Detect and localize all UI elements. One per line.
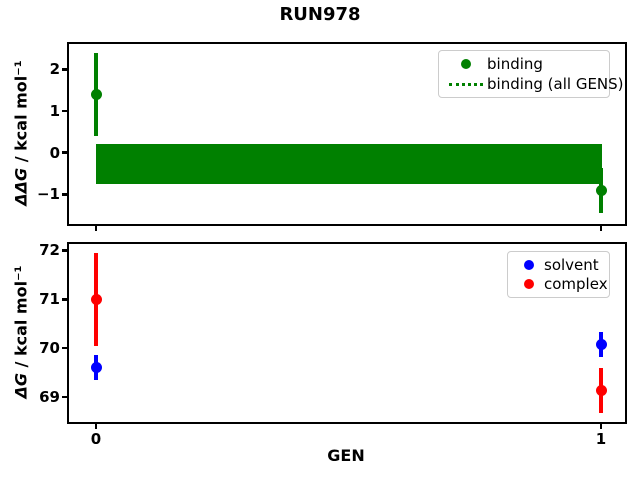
y-tick-label: 71 [39,290,60,309]
x-tick [599,422,603,429]
bottom-legend: solvent complex [507,251,610,298]
marker-complex-gen1 [595,385,607,397]
y-tick [61,151,68,154]
y-tick [61,68,68,71]
y-tick-label: 72 [39,241,60,260]
dotted-line-icon [445,82,487,86]
marker-solvent-gen1 [595,338,607,350]
legend-label-binding-all-gens: binding (all GENS) [487,75,624,93]
marker-binding-gen0 [90,88,102,100]
x-axis-label: GEN [327,446,365,465]
x-tick [94,224,98,231]
legend-item-binding: binding [445,54,601,74]
y-tick-label: 70 [39,339,60,358]
top-axes-panel [66,41,627,226]
binding-marker-icon [445,59,487,69]
x-tick-label: 0 [90,430,102,448]
y-tick [61,249,68,252]
y-tick [61,395,68,399]
legend-item-complex: complex [514,275,608,295]
marker-solvent-gen0 [90,362,102,374]
y-tick-label: 1 [49,102,60,121]
y-tick-label: 0 [49,143,60,162]
legend-label-binding: binding [487,55,543,73]
y-tick-label: 2 [49,60,60,79]
y-tick [61,346,68,350]
legend-item-solvent: solvent [514,255,601,275]
bottom-axes-panel [66,241,627,424]
complex-marker-icon [514,279,544,290]
legend-item-binding-all-gens: binding (all GENS) [445,74,624,94]
top-legend: binding binding (all GENS) [438,50,624,98]
x-tick [599,224,603,231]
marker-binding-gen1 [595,185,607,197]
y-tick [61,193,68,196]
marker-complex-gen0 [90,293,102,305]
band-binding-all-gens [96,144,602,185]
x-tick [94,422,98,429]
legend-label-solvent: solvent [544,255,599,274]
x-tick-label: 1 [595,430,607,448]
solvent-marker-icon [514,259,544,270]
figure-title: RUN978 [279,4,361,25]
y-tick [61,298,68,301]
y-tick [61,109,68,113]
legend-label-complex: complex [544,275,608,294]
y-tick-label: −1 [36,185,60,204]
bottom-y-axis-label: ΔG / kcal mol⁻¹ [12,265,31,398]
y-tick-label: 69 [39,388,60,407]
